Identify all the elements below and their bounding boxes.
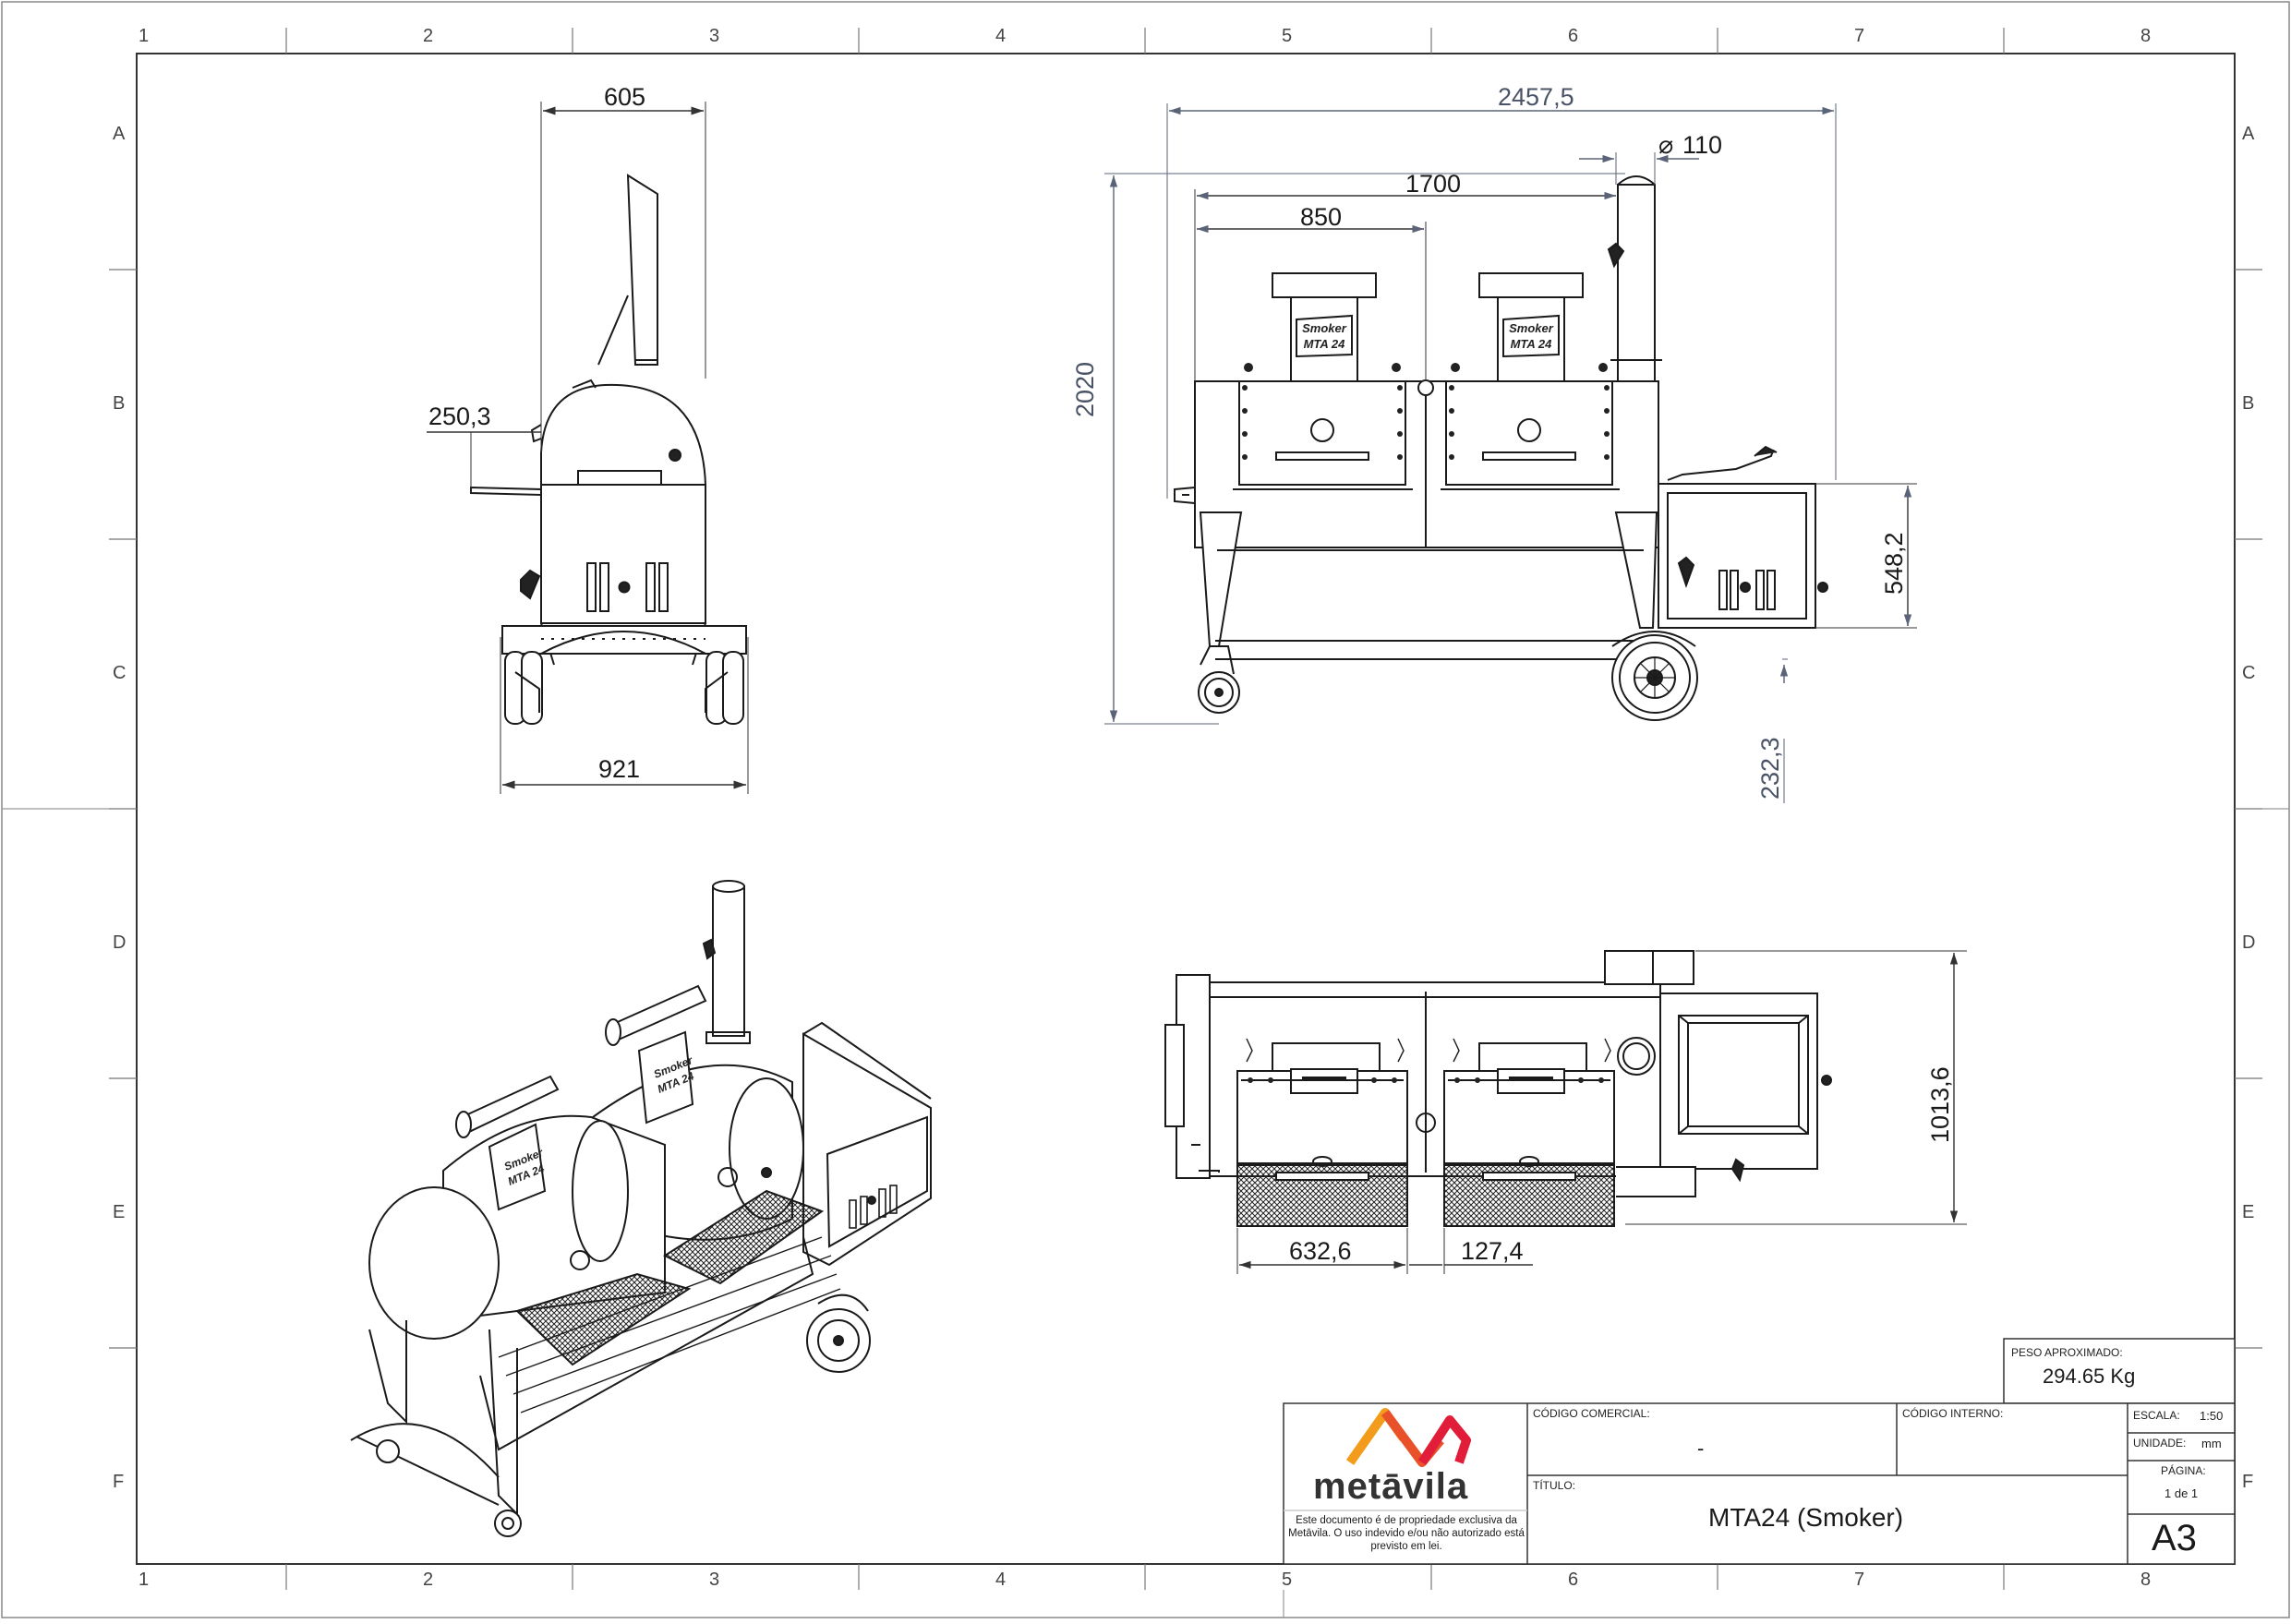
dim-front-half-chamber: 850 [1300,203,1343,231]
zone-row-d-left: D [113,932,127,953]
weight-label: PESO APROXIMADO: [2011,1346,2123,1359]
zone-row-c-left: C [113,663,127,683]
zone-ticks [2,28,2289,1618]
zone-col-1-bottom: 1 [139,1570,150,1590]
zone-col-3-bottom: 3 [709,1570,720,1590]
commercial-code-label: CÓDIGO COMERCIAL: [1533,1407,1650,1420]
zone-row-a-left: A [113,124,126,144]
zone-col-7-bottom: 7 [1854,1570,1865,1590]
internal-code-label: CÓDIGO INTERNO: [1902,1407,2004,1420]
zone-col-8-top: 8 [2140,26,2152,46]
zone-col-5-top: 5 [1282,26,1293,46]
zone-col-4-top: 4 [995,26,1007,46]
page-value: 1 de 1 [2164,1486,2199,1500]
zone-row-e-left: E [113,1202,126,1222]
scale-label: ESCALA: [2133,1409,2180,1422]
zone-col-1-top: 1 [139,26,150,46]
zone-row-b-right: B [2242,393,2255,414]
zone-col-3-top: 3 [709,26,720,46]
dim-top-grate-width: 632,6 [1289,1237,1352,1265]
dim-front-chimney-diameter-symbol: ⌀ [1658,131,1674,159]
dim-top-grate-gap: 127,4 [1461,1237,1524,1265]
zone-col-2-top: 2 [423,26,434,46]
dim-front-total-width: 2457,5 [1498,83,1574,111]
commercial-code-value: - [1697,1437,1705,1460]
front-badge-right: Smoker MTA 24 [1509,321,1554,351]
sheet-size: A3 [2152,1518,2197,1558]
zone-row-f-left: F [113,1472,125,1492]
front-badge-left: Smoker MTA 24 [1302,321,1347,351]
zone-row-f-right: F [2242,1472,2254,1492]
zone-col-7-top: 7 [1854,26,1865,46]
dim-side-width: 605 [604,83,646,111]
dim-side-base: 921 [598,755,641,783]
front-view-dimensions [1104,103,1917,803]
zone-col-6-top: 6 [1568,26,1579,46]
zone-col-4-bottom: 4 [995,1570,1007,1590]
drawing-title: MTA24 (Smoker) [1708,1503,1904,1532]
metavila-logo [1345,1408,1471,1467]
company-name: metāvila [1313,1466,1469,1507]
dim-front-chamber-width: 1700 [1405,170,1462,198]
title-label: TÍTULO: [1533,1479,1576,1492]
zone-row-c-right: C [2242,663,2256,683]
zone-row-d-right: D [2242,932,2256,953]
zone-col-5-bottom: 5 [1282,1570,1293,1590]
unit-label: UNIDADE: [2133,1437,2187,1450]
weight-value: 294.65 Kg [2043,1365,2136,1388]
top-view-dimensions [1236,950,1967,1274]
zone-row-e-right: E [2242,1202,2255,1222]
zone-col-2-bottom: 2 [423,1570,434,1590]
iso-view [350,880,932,1537]
dim-side-shelf: 250,3 [428,403,491,430]
badge-line2: MTA 24 [1304,337,1346,351]
dim-front-firebox-height: 548,2 [1880,532,1908,595]
dim-top-depth: 1013,6 [1926,1066,1954,1143]
front-view [1174,175,1828,721]
zone-col-8-bottom: 8 [2140,1570,2152,1590]
zone-row-a-right: A [2242,124,2255,144]
ownership-disclaimer: Este documento é de propriedade exclusiv… [1288,1515,1525,1552]
scale-value: 1:50 [2200,1409,2224,1423]
page-label: PÁGINA: [2161,1464,2206,1477]
top-view [1164,950,1832,1227]
dim-front-height: 2020 [1071,361,1099,417]
unit-value: mm [2201,1437,2222,1450]
side-view [470,174,747,725]
zone-row-b-left: B [113,393,126,414]
dim-front-ground-clearance: 232,3 [1756,737,1784,800]
dim-front-chimney-diameter: 110 [1682,131,1723,159]
badge-line2: MTA 24 [1511,337,1553,351]
side-view-dimensions [427,102,749,794]
badge-line1: Smoker [1509,321,1554,335]
badge-line1: Smoker [1302,321,1347,335]
zone-col-6-bottom: 6 [1568,1570,1579,1590]
